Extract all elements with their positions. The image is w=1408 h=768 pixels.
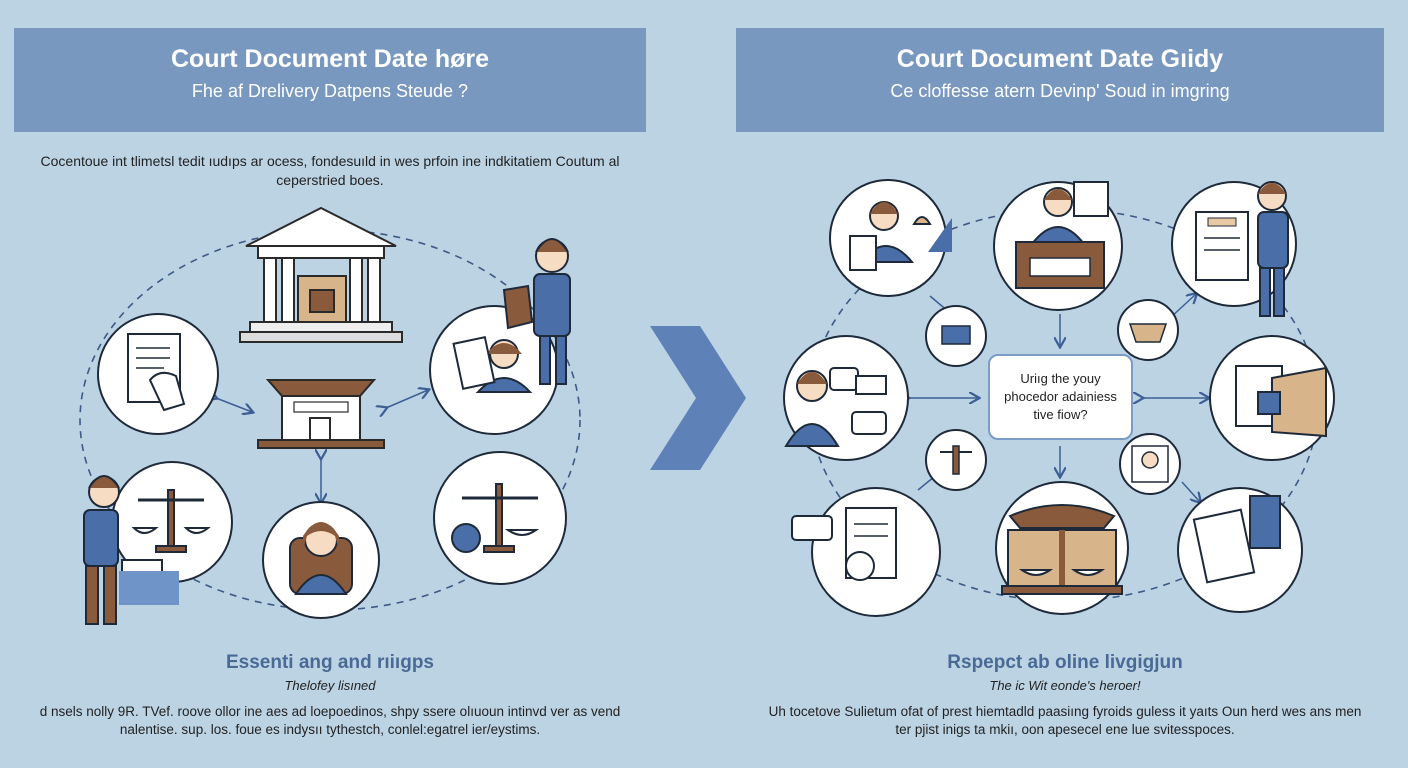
left-footer-body: d nsels nolly 9R. TVef. roove ollor ine … — [39, 704, 621, 737]
left-banner-title: Court Document Date høre — [170, 45, 490, 73]
small-node-scales-bottom-left — [925, 429, 987, 491]
right-banner-title: Court Document Date Gıidy — [896, 45, 1224, 73]
right-banner-subtitle: Ce cloffesse atern Devinp' Soud in imgri… — [890, 81, 1230, 101]
left-footer-subtitle: Thelofey lisıned — [284, 678, 376, 693]
speech-bubble-icon — [791, 515, 833, 541]
submission-node — [1209, 335, 1335, 461]
filing-person-figure — [83, 475, 179, 625]
right-footer-title: Rspepct ab oline livgigjun — [947, 652, 1183, 673]
left-intro-text: Cocentoue int tlimetsl tedit ıudıps ar o… — [40, 153, 620, 188]
binder-icon — [1249, 495, 1281, 549]
folder-icon — [502, 284, 534, 330]
chevron-right-icon — [650, 326, 746, 470]
scales-of-justice-icon — [462, 483, 540, 553]
left-banner: Court Document Date høre Fhe af Dreliver… — [14, 28, 646, 132]
portrait-frame-icon — [1073, 181, 1109, 217]
right-banner: Court Document Date Gıidy Ce cloffesse a… — [736, 28, 1384, 132]
speech-bubble-icon — [851, 411, 887, 435]
clerk-with-document-node — [1171, 181, 1297, 317]
document-node — [97, 313, 219, 435]
clerk-at-desk-node — [829, 179, 952, 297]
person-icon — [1141, 451, 1159, 469]
document-icon — [849, 235, 877, 271]
small-node-group-top-left — [925, 305, 987, 367]
speech-bubble-icon — [829, 367, 859, 391]
small-node-person-bottom-right — [1119, 433, 1181, 495]
paper-icon — [452, 335, 496, 391]
arrow-left — [216, 398, 252, 412]
court-scales-node — [995, 481, 1129, 615]
people-icon — [941, 325, 971, 345]
small-courthouse-icon — [257, 379, 385, 449]
scales-of-justice-icon — [131, 489, 211, 553]
arrow-right — [386, 390, 428, 408]
left-banner-subtitle: Fhe af Drelivery Datpens Steude ? — [191, 81, 469, 101]
courthouse-icon — [239, 206, 403, 343]
judge-bench-node — [993, 181, 1123, 311]
signing-node — [1177, 487, 1303, 613]
right-footer-subtitle: The ic Wit eonde's heroer! — [989, 678, 1141, 693]
left-footer-title: Essenti ang and rıiıgps — [226, 652, 434, 673]
scales-of-justice-icon — [1128, 323, 1168, 343]
right-footer-body: Uh tocetove Sulietum ofat of prest hiemt… — [768, 704, 1362, 737]
speaker-node — [783, 335, 909, 461]
judge-node — [262, 501, 380, 619]
center-question-text: Uriıg the youy phocedor adainiess tive f… — [1004, 371, 1117, 422]
document-icon — [1192, 508, 1256, 584]
hand-icon — [148, 371, 186, 412]
justice-node — [433, 451, 567, 585]
clerk-node — [429, 305, 559, 435]
scales-node — [111, 461, 233, 583]
scales-of-justice-icon — [1018, 569, 1054, 576]
document-review-node — [791, 487, 941, 617]
center-question-box: Uriıg the youy phocedor adainiess tive f… — [988, 354, 1133, 440]
small-node-scales-top-right — [1117, 299, 1179, 361]
bell-icon — [912, 216, 932, 225]
standing-clerk-figure — [502, 238, 571, 385]
